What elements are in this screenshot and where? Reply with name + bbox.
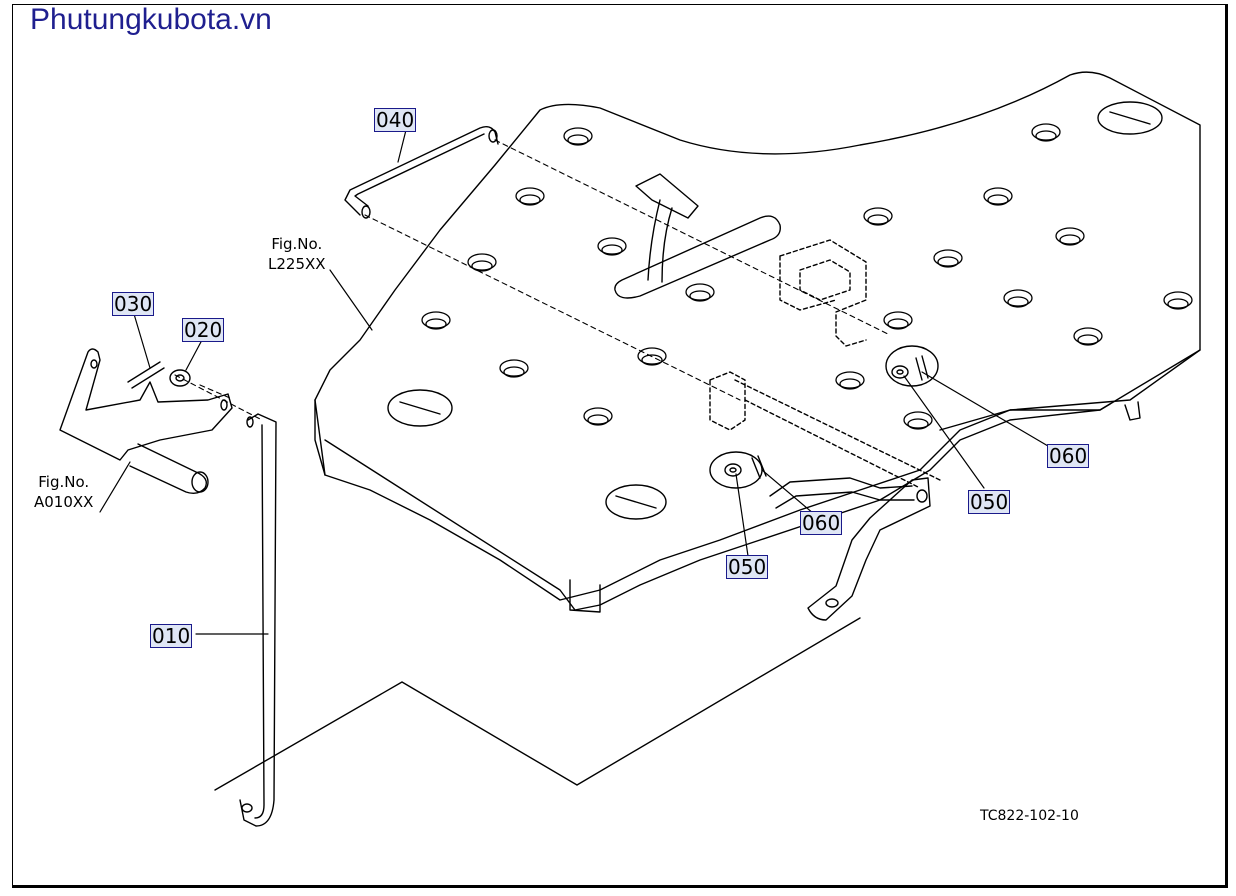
lever-shaft bbox=[129, 443, 208, 495]
leader-050b bbox=[735, 473, 749, 557]
fig-ref-l225xx[interactable]: Fig.No. L225XX bbox=[268, 234, 326, 274]
floor-plate-front-edge bbox=[314, 399, 326, 476]
leader-040 bbox=[397, 129, 407, 163]
callout-060[interactable]: 060 bbox=[800, 511, 843, 535]
linkage-bracket bbox=[807, 477, 931, 621]
callout-010[interactable]: 010 bbox=[150, 624, 193, 648]
fig-ref-code: A010XX bbox=[34, 493, 94, 511]
callout-050[interactable]: 050 bbox=[968, 490, 1011, 514]
callout-040[interactable]: 040 bbox=[374, 108, 417, 132]
plate-grommets bbox=[421, 123, 1193, 430]
floor-plate-bracket bbox=[1124, 401, 1141, 421]
fig-ref-label: Fig.No. bbox=[271, 235, 323, 253]
split-pin-030 bbox=[127, 361, 165, 389]
large-hole bbox=[605, 484, 667, 520]
washer-050-left bbox=[724, 463, 742, 477]
leader-060b bbox=[761, 469, 815, 515]
washer-020 bbox=[169, 369, 191, 387]
callout-060[interactable]: 060 bbox=[1047, 444, 1090, 468]
callout-020[interactable]: 020 bbox=[182, 318, 225, 342]
diagram-frame bbox=[12, 4, 1228, 888]
fig-ref-a010xx[interactable]: Fig.No. A010XX bbox=[34, 472, 93, 512]
fig-ref-code: L225XX bbox=[268, 255, 326, 273]
pedal-arm bbox=[647, 199, 673, 283]
floor-plate-skirt bbox=[324, 349, 1201, 611]
leader-050a bbox=[903, 375, 985, 489]
rod-040 bbox=[344, 125, 499, 216]
lever-arm bbox=[59, 348, 233, 461]
pin-060-left bbox=[751, 455, 767, 479]
hidden-bracket bbox=[779, 239, 867, 347]
leader-030 bbox=[133, 313, 151, 369]
leader-060a bbox=[921, 371, 1049, 447]
leader-020 bbox=[185, 339, 203, 371]
leader-fig-a010 bbox=[99, 461, 131, 513]
site-title: Phutungkubota.vn bbox=[30, 3, 272, 36]
plate-050-right bbox=[885, 345, 939, 387]
hidden-pivot bbox=[709, 371, 746, 431]
linkage-rod bbox=[769, 477, 915, 509]
pin-060-right bbox=[915, 355, 929, 381]
leader-fig-l225 bbox=[329, 269, 373, 331]
large-hole bbox=[1097, 101, 1163, 135]
floor-plate-outline bbox=[314, 71, 1201, 601]
callout-050[interactable]: 050 bbox=[726, 555, 769, 579]
drawing-id: TC822-102-10 bbox=[980, 808, 1079, 824]
callout-030[interactable]: 030 bbox=[112, 292, 155, 316]
pedal-slot bbox=[614, 215, 781, 299]
floor-plate-bracket bbox=[569, 579, 601, 613]
rod-010 bbox=[239, 413, 277, 827]
pedal-pad bbox=[635, 173, 699, 219]
projection-plane bbox=[214, 617, 861, 791]
linkage-rod-right bbox=[939, 403, 1111, 431]
fig-ref-label: Fig.No. bbox=[38, 473, 90, 491]
large-hole bbox=[387, 389, 453, 427]
washer-050-right bbox=[891, 365, 909, 379]
